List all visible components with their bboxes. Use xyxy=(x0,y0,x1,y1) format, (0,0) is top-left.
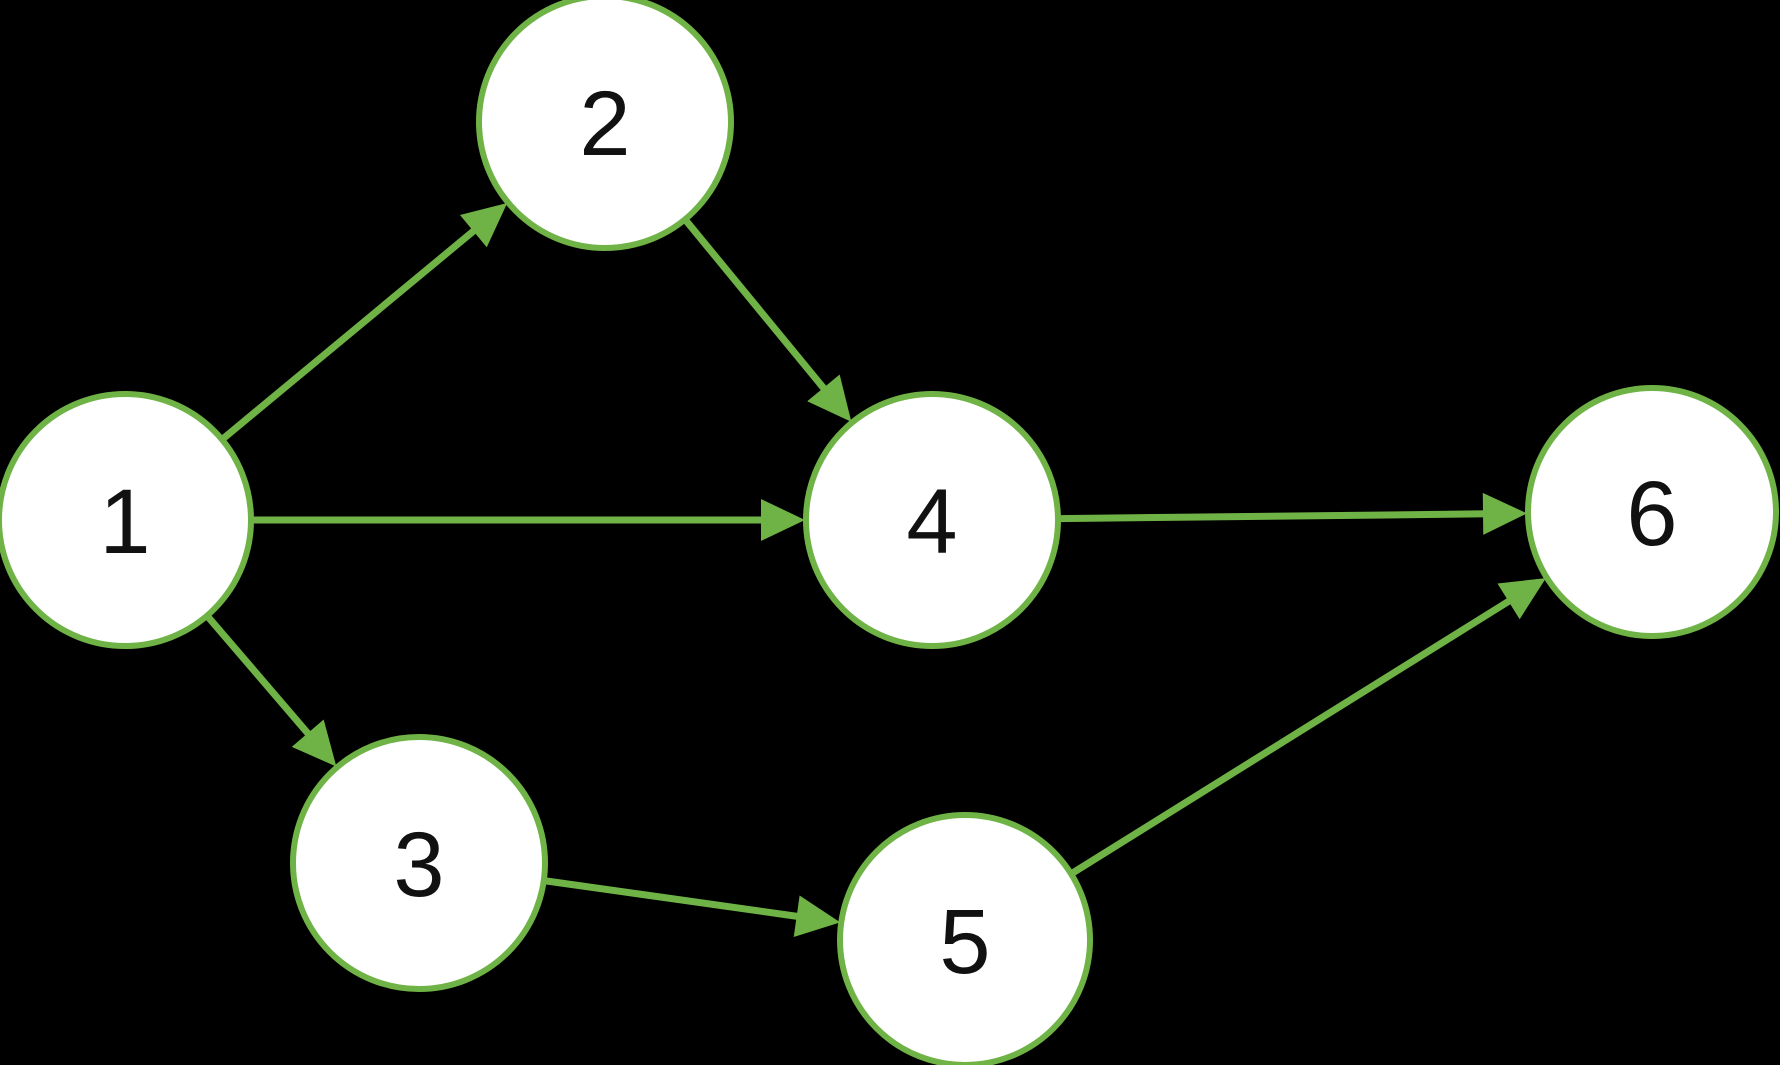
node-label: 5 xyxy=(939,891,990,993)
arrowhead-icon xyxy=(793,895,841,938)
node-circle[interactable] xyxy=(0,391,254,649)
arrowhead-icon xyxy=(459,203,508,248)
graph-node-2[interactable]: 2 xyxy=(476,0,734,251)
node-circle[interactable] xyxy=(476,0,734,251)
node-label: 3 xyxy=(393,814,444,916)
edge-line xyxy=(1070,595,1516,877)
node-circle[interactable] xyxy=(803,391,1061,649)
arrowhead-icon xyxy=(1497,578,1546,620)
node-label: 2 xyxy=(579,73,630,175)
edge-3-to-5 xyxy=(544,877,841,938)
node-label: 1 xyxy=(99,471,150,573)
node-label: 6 xyxy=(1626,463,1677,565)
node-label: 4 xyxy=(906,471,957,573)
edge-4-to-6 xyxy=(1058,492,1528,535)
edge-1-to-3 xyxy=(204,614,337,767)
node-circle[interactable] xyxy=(837,812,1093,1065)
graph-node-5[interactable]: 5 xyxy=(837,812,1093,1065)
arrowhead-icon xyxy=(807,374,852,422)
arrowhead-icon xyxy=(761,499,805,541)
arrowhead-icon xyxy=(1482,492,1528,535)
edge-1-to-4 xyxy=(252,499,805,541)
edge-1-to-2 xyxy=(220,203,508,442)
arrowhead-icon xyxy=(291,719,337,767)
node-circle[interactable] xyxy=(290,734,548,992)
edge-line xyxy=(544,877,804,921)
edge-line xyxy=(204,614,315,740)
node-circle[interactable] xyxy=(1525,385,1779,639)
graph-node-3[interactable]: 3 xyxy=(290,734,548,992)
edge-line xyxy=(220,224,481,442)
graph-node-6[interactable]: 6 xyxy=(1525,385,1779,639)
graph-node-4[interactable]: 4 xyxy=(803,391,1061,649)
edge-5-to-6 xyxy=(1070,578,1546,877)
edges-layer xyxy=(204,203,1546,938)
edge-2-to-4 xyxy=(682,217,852,422)
edge-line xyxy=(682,217,830,395)
edge-line xyxy=(1058,510,1490,523)
graph-node-1[interactable]: 1 xyxy=(0,391,254,649)
